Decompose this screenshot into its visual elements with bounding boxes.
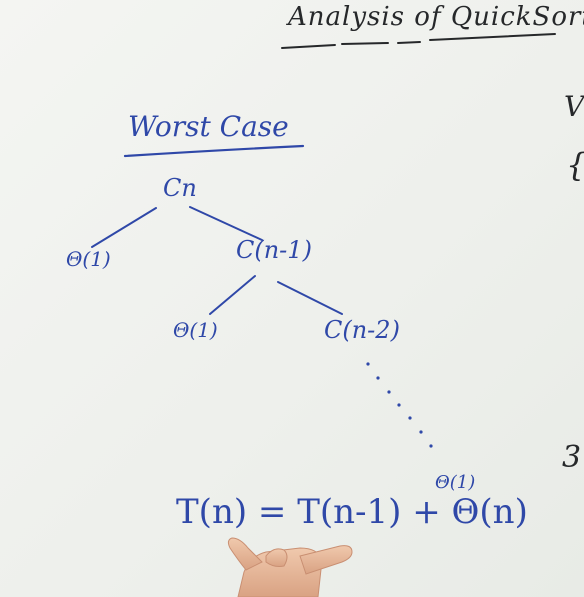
dotted-continuation [366, 362, 433, 448]
heading-underline [123, 144, 305, 158]
branch-n1-right [277, 281, 343, 315]
cutoff-char-top: V [564, 90, 584, 123]
tree-root-node: Cn [163, 174, 197, 202]
tree-node-level1: C(n-1) [236, 236, 312, 264]
branch-root-left [91, 207, 157, 248]
recurrence-equation: T(n) = T(n-1) + Θ(n) [176, 492, 528, 532]
worst-case-heading: Worst Case [128, 110, 289, 143]
tree-leaf-bottom: Θ(1) [435, 472, 476, 493]
tree-leaf-level1: Θ(1) [66, 247, 111, 271]
cutoff-char-bottom: 3 [562, 440, 582, 475]
tree-node-level2: C(n-2) [324, 316, 400, 344]
tree-leaf-level2: Θ(1) [173, 318, 218, 342]
branch-n1-left [209, 275, 256, 315]
board-title: Analysis of QuickSort [288, 2, 584, 32]
branch-root-right [189, 206, 263, 241]
cutoff-char-middle: { [566, 146, 584, 184]
title-underline [281, 33, 556, 49]
